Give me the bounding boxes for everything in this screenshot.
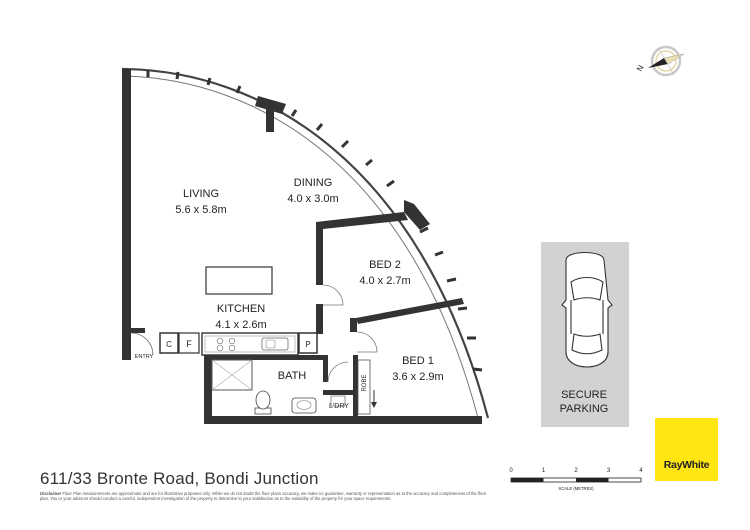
- entry-door-arc: [130, 332, 154, 356]
- disclaimer-body: Floor Plan measurements are approximate …: [40, 491, 487, 502]
- facade-wall-block: [255, 96, 286, 114]
- kitchen-island: [205, 266, 273, 295]
- curved-facade-inner: [121, 75, 479, 419]
- room-dining-name: DINING: [294, 177, 333, 189]
- fridge-label: F: [186, 339, 192, 349]
- exterior-wall-left: [122, 69, 131, 360]
- scale-caption: SCALE (METRES): [558, 486, 594, 491]
- scale-tick-0: 0: [509, 468, 513, 474]
- cooktop-icon: [216, 337, 236, 352]
- entry-label: ENTRY: [135, 354, 154, 360]
- car-icon: [561, 251, 613, 368]
- room-laundry-name: L'DRY: [329, 403, 349, 410]
- room-kitchen-size: 4.1 x 2.6m: [215, 319, 266, 331]
- scale-bar: [510, 477, 642, 483]
- bed2-walls: [316, 212, 408, 285]
- facade-mullions: [146, 70, 483, 372]
- raywhite-logo: RayWhite: [655, 418, 718, 481]
- bath-door-arc: [327, 361, 349, 383]
- curved-facade-outer: [121, 67, 490, 419]
- room-kitchen-name: KITCHEN: [217, 303, 265, 315]
- bath-wall-east: [323, 360, 328, 382]
- bath-wall-top: [204, 355, 328, 360]
- bed1-wall-west: [350, 318, 357, 332]
- room-bed2-size: 4.0 x 2.7m: [359, 275, 410, 287]
- fridge-box: [178, 332, 200, 354]
- laundry-wall: [323, 390, 353, 395]
- scale-tick-2: 2: [574, 468, 578, 474]
- basin-bowl: [296, 400, 312, 410]
- room-bed1-name: BED 1: [402, 355, 434, 367]
- room-living-name: LIVING: [183, 188, 219, 200]
- room-bath-name: BATH: [278, 370, 307, 382]
- pantry-box: [298, 332, 318, 354]
- property-address: 611/33 Bronte Road, Bondi Junction: [40, 469, 319, 488]
- scale-tick-3: 3: [607, 468, 611, 474]
- brand-name: RayWhite: [663, 459, 710, 471]
- bed2-door-arc: [322, 284, 344, 306]
- laundry-tub: [330, 395, 346, 407]
- compass-icon: [648, 45, 685, 77]
- compass-north-label: N: [635, 63, 646, 73]
- kitchen-counter-inner: [204, 335, 296, 353]
- cupboard-label: C: [166, 340, 172, 349]
- bed-partition: [356, 298, 464, 324]
- parking-label-2: PARKING: [560, 403, 609, 415]
- disclaimer-text: Disclaimer Floor Plan measurements are a…: [40, 491, 490, 501]
- bed1-door-arc: [356, 331, 378, 353]
- scale-tick-1: 1: [542, 468, 546, 474]
- bed2-wall-lower: [316, 304, 323, 334]
- facade-column: [266, 106, 274, 132]
- cupboard-box: [159, 332, 179, 354]
- room-robe-name: ROBE: [362, 374, 368, 391]
- basin-icon: [291, 397, 317, 414]
- kitchen-sink-bowl: [265, 339, 276, 349]
- shower-diagonal-2: [211, 359, 253, 391]
- pantry-label: P: [305, 340, 310, 349]
- robe-arrowhead: [371, 402, 377, 408]
- robe-wall: [353, 355, 358, 416]
- facade-wall-corner: [404, 200, 430, 230]
- scale-tick-4: 4: [639, 468, 643, 474]
- room-dining-size: 4.0 x 3.0m: [287, 193, 338, 205]
- room-bed2-name: BED 2: [369, 259, 401, 271]
- robe-box: [357, 359, 371, 415]
- parking-label-1: SECURE: [561, 389, 607, 401]
- entry-wall-stub: [131, 328, 145, 333]
- kitchen-sink: [261, 337, 289, 351]
- toilet-bowl: [255, 390, 271, 410]
- room-bed1-size: 3.6 x 2.9m: [392, 371, 443, 383]
- disclaimer-heading: Disclaimer: [40, 491, 62, 496]
- room-living-size: 5.6 x 5.8m: [175, 204, 226, 216]
- bottom-wall: [204, 357, 482, 424]
